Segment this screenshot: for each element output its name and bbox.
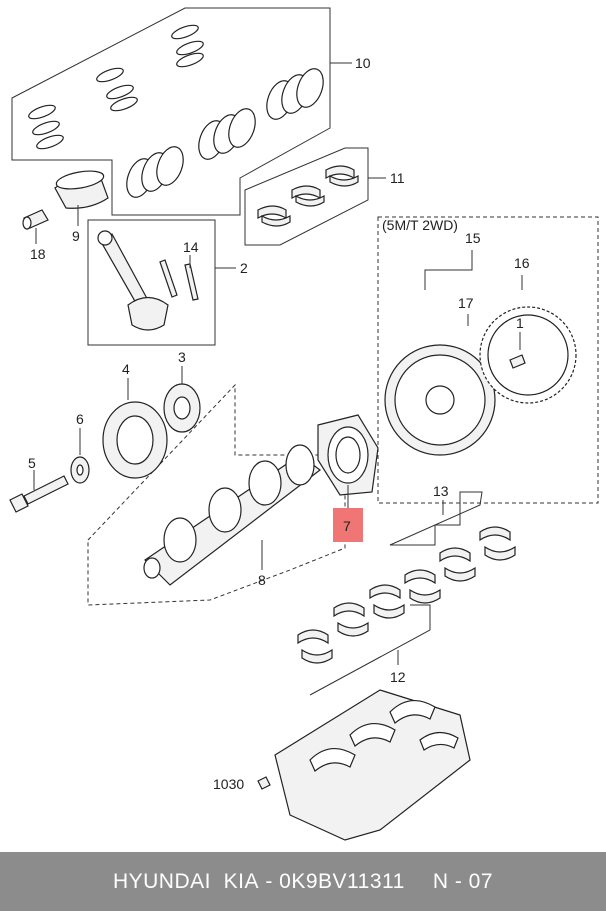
conrod-bearings-group xyxy=(244,147,386,246)
footer-brand: HYUNDAI KIA xyxy=(112,869,259,893)
callout-13: 13 xyxy=(433,483,449,499)
callout-10: 10 xyxy=(355,55,371,71)
rear-oil-seal xyxy=(317,414,379,508)
footer-bar: HYUNDAI KIA - 0K9BV11311 N - 07 xyxy=(0,852,606,911)
callout-14: 14 xyxy=(183,239,199,255)
washer xyxy=(70,428,90,484)
callout-15: 15 xyxy=(465,230,481,246)
callout-18: 18 xyxy=(30,246,46,262)
piston-rings-group xyxy=(11,7,352,216)
callout-7: 7 xyxy=(343,518,351,534)
cylinder-block xyxy=(257,689,471,841)
callout-1030: 1030 xyxy=(213,776,244,792)
crankshaft xyxy=(143,444,321,586)
pulley-bolt xyxy=(9,470,69,513)
timing-gear xyxy=(163,366,201,433)
callout-5: 5 xyxy=(28,455,36,471)
piston xyxy=(54,170,109,226)
connecting-rod-group xyxy=(87,219,236,346)
footer-diagram-ref: N - 07 xyxy=(432,869,494,893)
crankshaft-dash-box xyxy=(87,383,346,606)
exploded-parts-diagram: 10 11 9 18 14 2 xyxy=(9,7,599,841)
callout-4: 4 xyxy=(122,361,130,377)
callout-11: 11 xyxy=(390,170,405,186)
footer-part-number: 0K9BV11311 xyxy=(279,869,405,893)
callout-9: 9 xyxy=(72,228,80,244)
callout-6: 6 xyxy=(76,411,84,427)
callout-8: 8 xyxy=(258,572,266,588)
callout-2: 2 xyxy=(240,260,248,276)
callout-1: 1 xyxy=(516,315,524,331)
callout-16: 16 xyxy=(514,255,530,271)
main-bearings-lower xyxy=(297,584,431,696)
highlight-7 xyxy=(333,508,363,542)
callout-17: 17 xyxy=(458,295,474,311)
main-bearings-upper xyxy=(389,491,516,604)
piston-pin xyxy=(22,209,49,244)
variant-note: (5M/T 2WD) xyxy=(382,217,458,233)
callout-3: 3 xyxy=(178,349,186,365)
flywheel-group xyxy=(377,216,599,504)
callout-12: 12 xyxy=(390,669,406,685)
crank-pulley xyxy=(102,378,168,479)
footer-separator: - xyxy=(259,869,280,893)
